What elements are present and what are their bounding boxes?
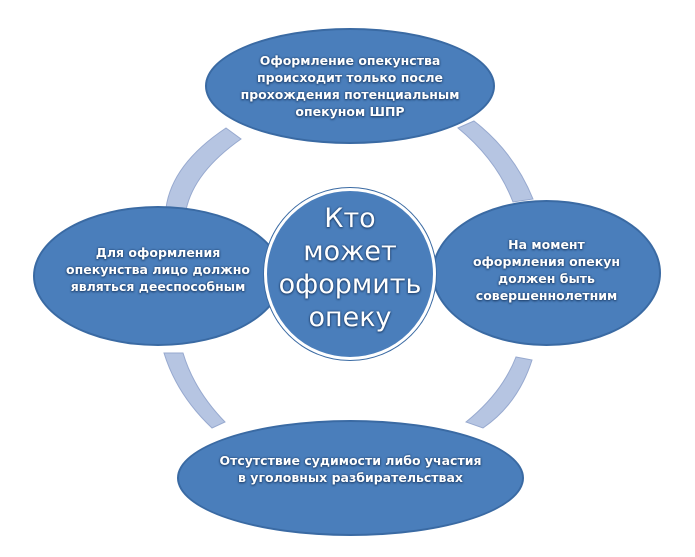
center-node: Кто может оформить опеку bbox=[264, 188, 436, 360]
node-right-label: На момент оформления опекун должен быть … bbox=[472, 237, 621, 303]
node-left-label: Для оформления опекунства лицо должно яв… bbox=[66, 244, 250, 294]
node-right: На момент оформления опекун должен быть … bbox=[432, 200, 661, 346]
node-bottom: Отсутствие судимости либо участия в угол… bbox=[177, 420, 524, 536]
connector-arc-top-left bbox=[165, 127, 242, 211]
connector-arc-top-right bbox=[457, 120, 534, 203]
node-top: Оформление опекунства происходит только … bbox=[205, 28, 495, 144]
connector-arc-bottom-left bbox=[163, 352, 226, 429]
node-left: Для оформления опекунства лицо должно яв… bbox=[33, 206, 283, 346]
connector-arc-bottom-right bbox=[464, 356, 533, 429]
node-top-label: Оформление опекунства происходит только … bbox=[240, 53, 460, 119]
node-bottom-label: Отсутствие судимости либо участия в угол… bbox=[219, 453, 482, 485]
center-label: Кто может оформить опеку bbox=[278, 203, 422, 333]
